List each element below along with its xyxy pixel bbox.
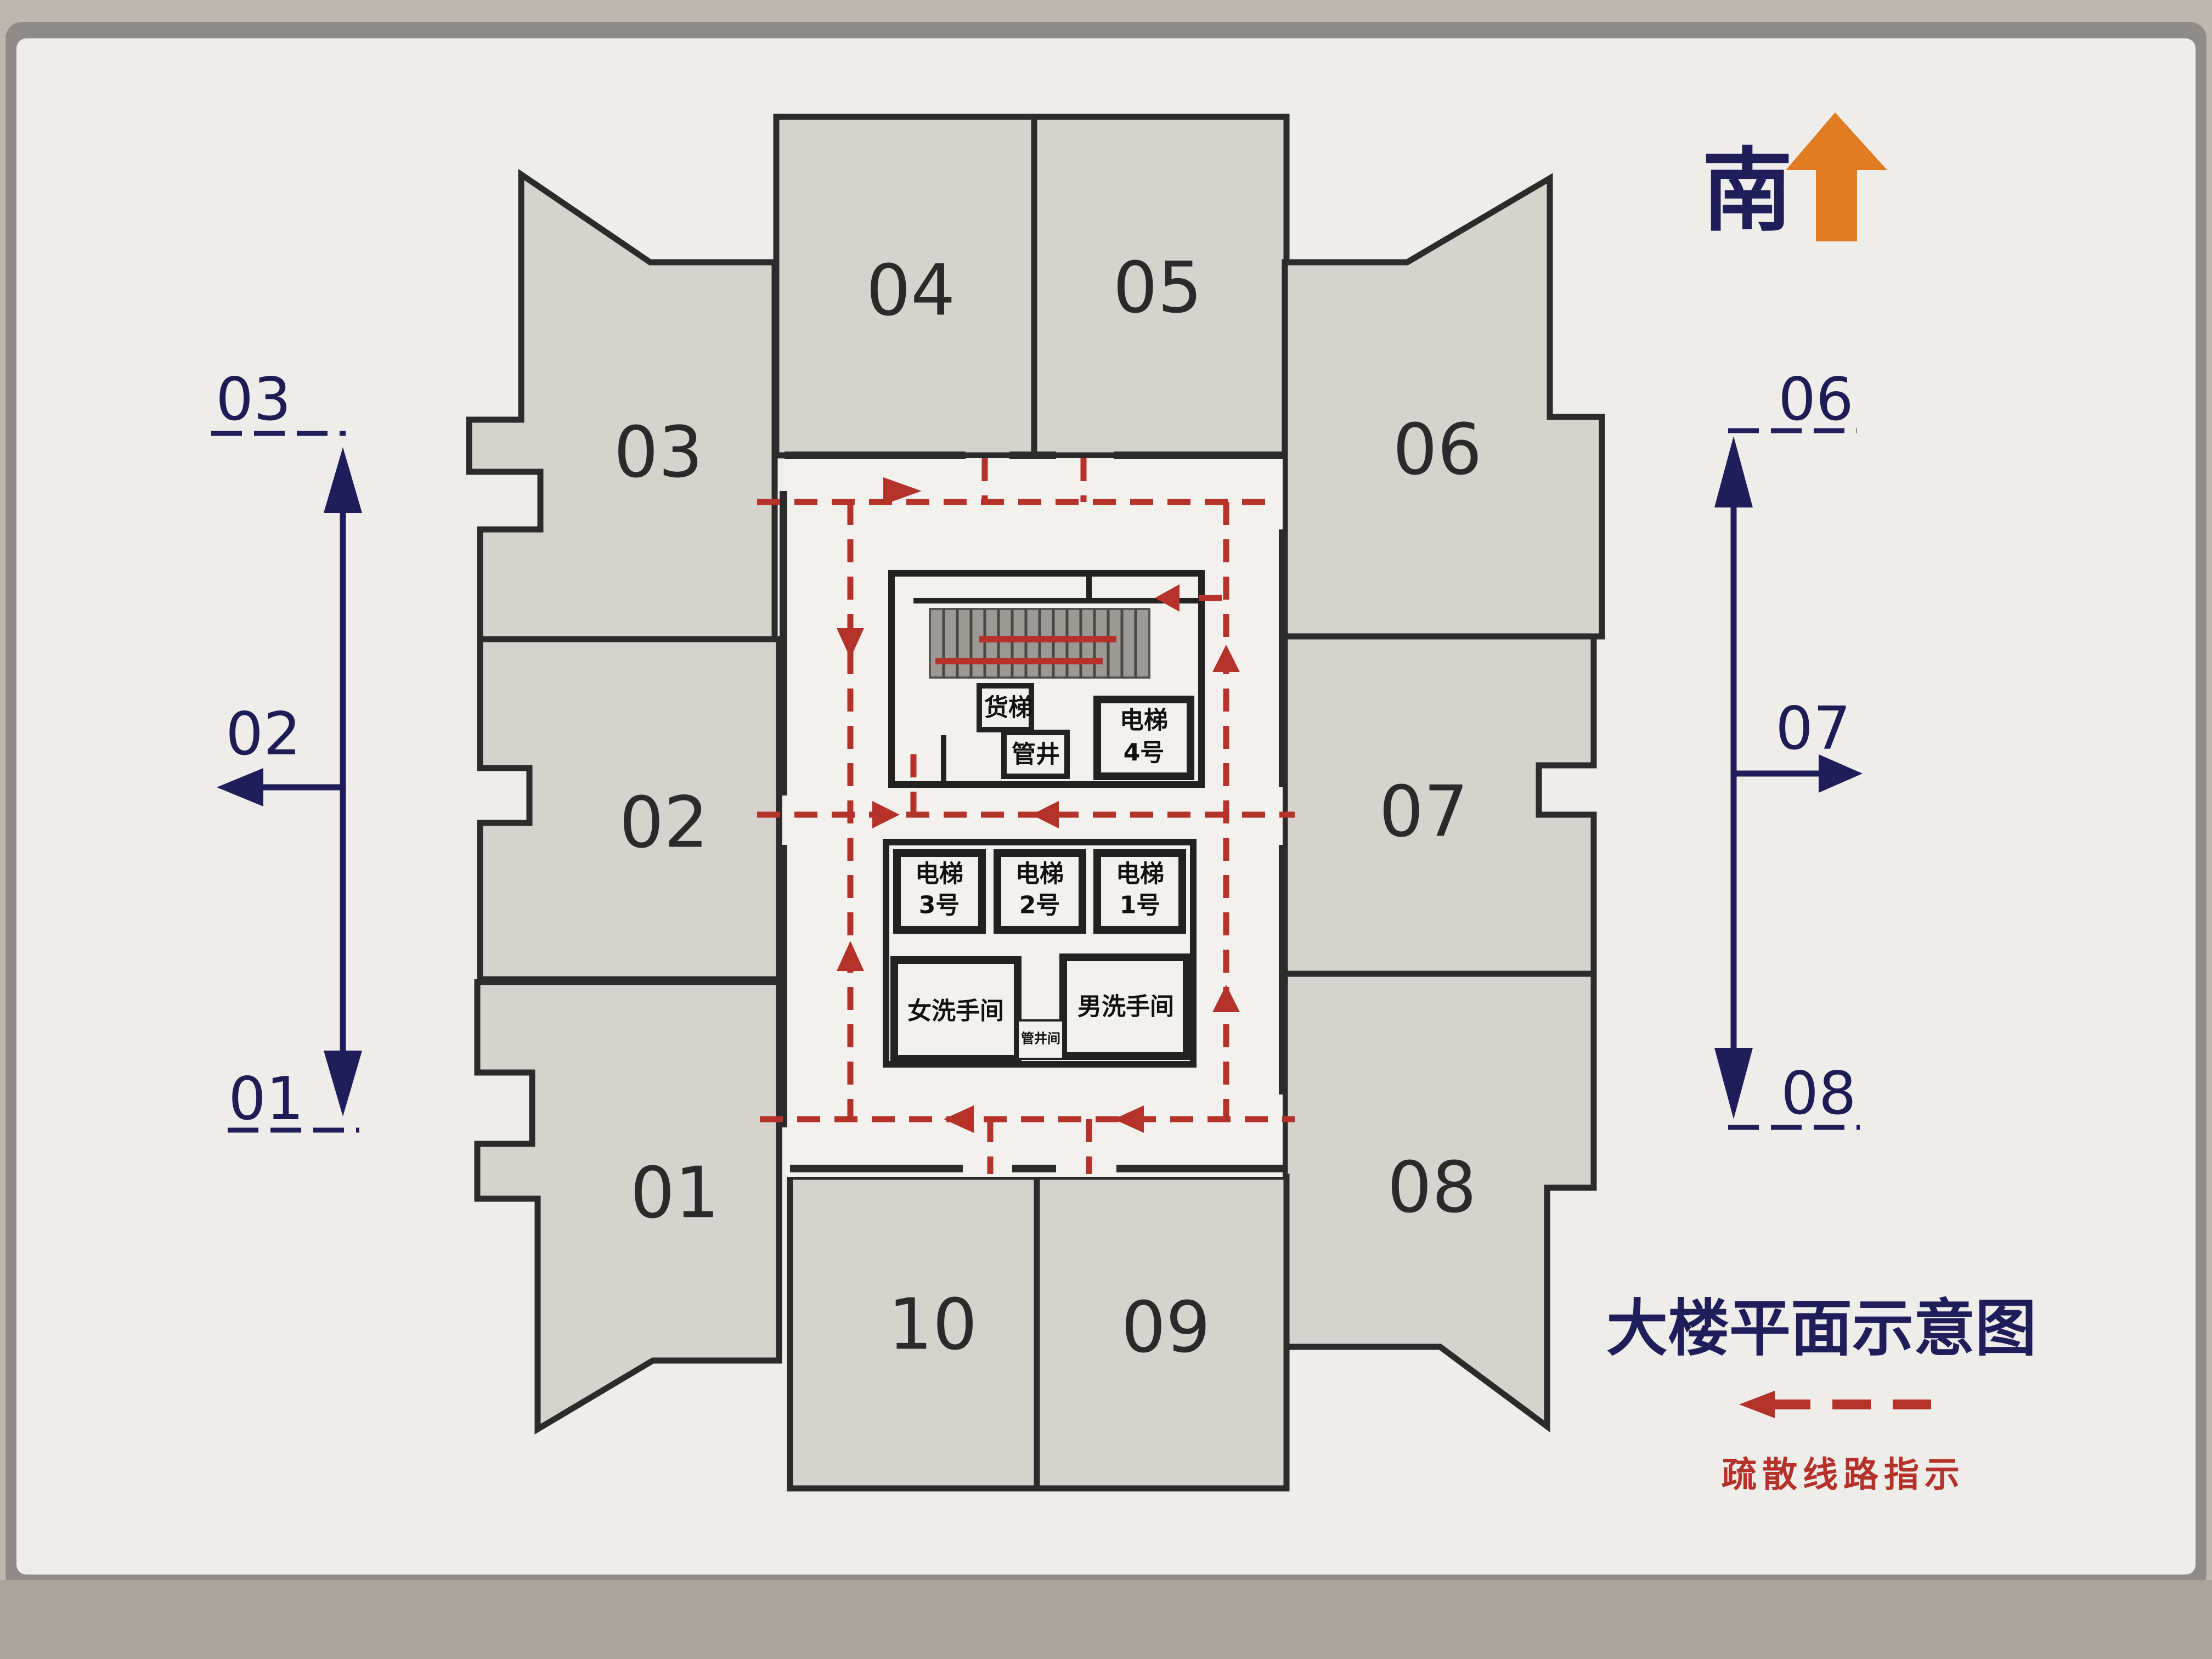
freight-elevator-box — [977, 683, 1034, 732]
room-number-03: 03 — [614, 412, 703, 494]
room-02-shape — [477, 636, 782, 983]
left-guide-label-02: 02 — [225, 700, 301, 769]
right-guide: 06 07 08 — [1714, 365, 1863, 1130]
evacuation-legend: 疏散线路指示 — [1722, 1391, 1965, 1496]
room-number-01: 01 — [630, 1153, 720, 1234]
elevator-4-label-line1: 电梯 — [1120, 707, 1168, 735]
elevator-1-box — [1093, 849, 1186, 934]
plan-title: 大楼平面示意图 — [1606, 1293, 2036, 1364]
womens-restroom-label: 女洗手间 — [907, 997, 1004, 1025]
room-number-10: 10 — [888, 1284, 978, 1366]
pipe-room-box — [1017, 1019, 1064, 1060]
right-guide-label-07: 07 — [1775, 695, 1850, 763]
elevator-1-label-line2: 1号 — [1120, 891, 1161, 919]
evacuation-arrows — [837, 477, 1240, 1133]
room-number-07: 07 — [1379, 771, 1469, 853]
left-guide-label-01: 01 — [228, 1065, 303, 1133]
mens-restroom-label: 男洗手间 — [1077, 993, 1174, 1021]
right-guide-right-arrow-icon — [1819, 754, 1863, 793]
left-guide-label-03: 03 — [216, 365, 291, 434]
room-number-09: 09 — [1121, 1287, 1211, 1369]
elevator-2-label-line2: 2号 — [1019, 891, 1060, 919]
room-number-08: 08 — [1387, 1147, 1477, 1229]
elevator-1-label-line1: 电梯 — [1116, 860, 1164, 888]
elevator-4-box — [1093, 696, 1194, 780]
north-arrow-icon — [1786, 112, 1887, 241]
left-guide: 03 02 01 — [211, 365, 362, 1133]
room-08-shape — [1282, 970, 1597, 1432]
right-guide-down-arrow-icon — [1714, 1048, 1753, 1119]
room-numbers: 03 02 01 04 05 06 07 08 09 10 — [614, 247, 1482, 1369]
core-lower — [883, 839, 1197, 1068]
left-guide-left-arrow-icon — [217, 768, 263, 806]
right-guide-label-08: 08 — [1781, 1059, 1856, 1128]
direction-label: 南 — [1702, 138, 1793, 244]
elevator-3-label-line2: 3号 — [919, 891, 960, 919]
core-upper — [888, 570, 1205, 788]
elevator-4-label-line2: 4号 — [1124, 739, 1165, 767]
mens-restroom-box — [1059, 953, 1190, 1060]
left-guide-down-arrow-icon — [324, 1051, 362, 1116]
pipe-room-label: 管井间 — [1021, 1031, 1060, 1046]
evacuation-legend-label: 疏散线路指示 — [1722, 1455, 1965, 1496]
evacuation-legend-arrow-icon — [1739, 1391, 1775, 1418]
room-number-04: 04 — [866, 250, 956, 332]
elevator-3-label-line1: 电梯 — [915, 860, 963, 888]
frame-bottom — [0, 1580, 2212, 1659]
elevator-2-box — [994, 849, 1086, 934]
rooms — [466, 114, 1605, 1492]
elevator-2-label-line1: 电梯 — [1015, 860, 1064, 888]
womens-restroom-box — [890, 956, 1022, 1063]
room-01-shape — [474, 979, 782, 1435]
pipe-shaft-label: 管井 — [1012, 741, 1060, 769]
right-guide-up-arrow-icon — [1714, 436, 1753, 507]
core-labels: 货梯 管井 电梯 4号 电梯 3号 电梯 2号 电梯 1号 女洗手间 男洗手间 … — [907, 694, 1174, 1047]
pipe-shaft-box — [1001, 730, 1070, 779]
evacuation-route — [757, 458, 1295, 1174]
elevator-3-box — [893, 849, 986, 934]
corridor-walls — [780, 452, 1286, 1172]
freight-elevator-label: 货梯 — [984, 694, 1032, 722]
room-number-02: 02 — [619, 782, 709, 864]
room-number-06: 06 — [1393, 409, 1482, 491]
room-number-05: 05 — [1113, 247, 1203, 329]
direction-indicator: 南 — [1702, 112, 1887, 244]
right-guide-label-06: 06 — [1778, 365, 1853, 434]
room-03-shape — [466, 168, 778, 642]
left-guide-up-arrow-icon — [324, 447, 362, 513]
